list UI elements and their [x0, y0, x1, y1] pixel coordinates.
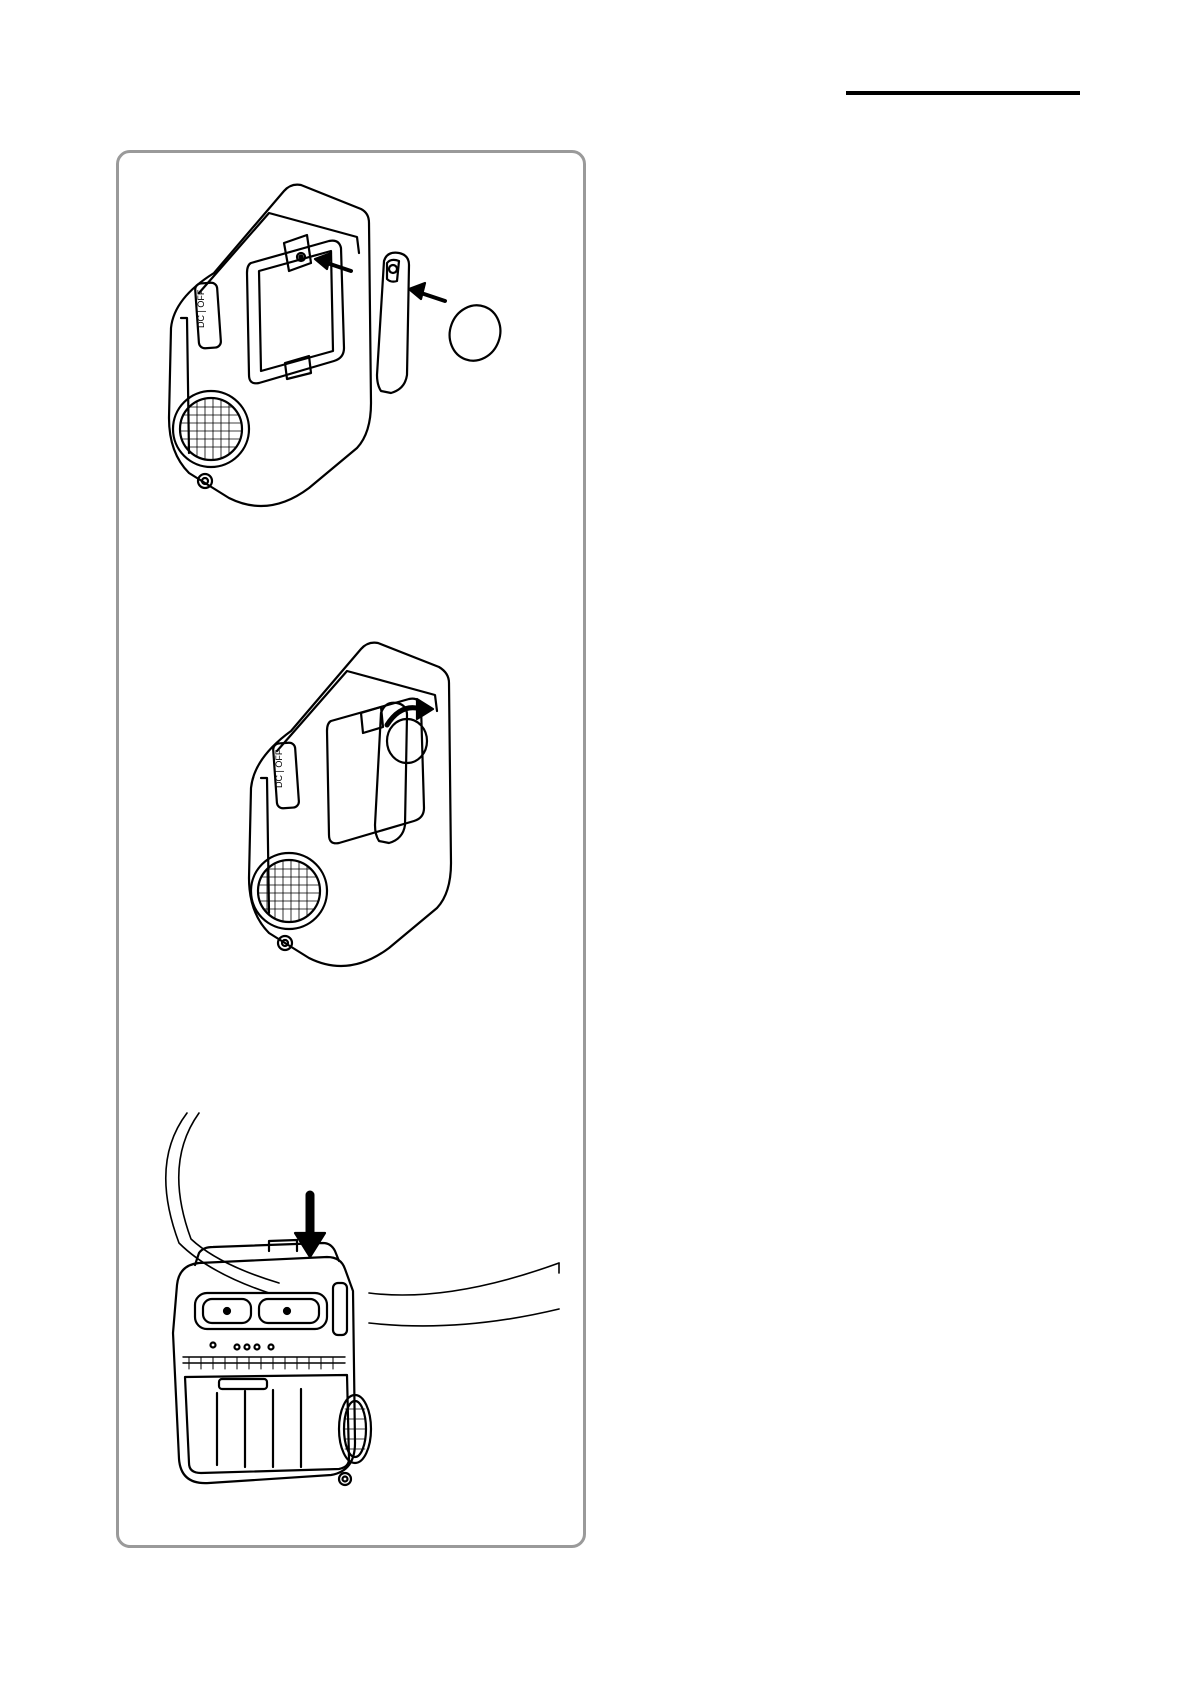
coin	[442, 298, 508, 368]
figure-panel: DC | OFF	[116, 150, 586, 1548]
illustration-canvas: DC | OFF	[119, 153, 583, 1545]
printer-body-2: DC | OFF	[249, 643, 451, 966]
printer-body-1: DC | OFF	[169, 185, 371, 506]
header-rule	[846, 91, 1080, 95]
arrow-to-clip	[409, 283, 445, 301]
arrow-to-mount	[315, 253, 351, 271]
side-button-label-2: DC | OFF	[274, 749, 284, 788]
down-arrow	[295, 1195, 325, 1257]
step-2-illustration: DC | OFF	[249, 643, 451, 966]
printer-body-3	[173, 1240, 371, 1485]
side-button-label: DC | OFF	[196, 289, 206, 328]
speaker-grille-1	[173, 391, 249, 467]
belt-clip	[377, 253, 409, 393]
step-1-illustration: DC | OFF	[169, 185, 508, 506]
step-3-illustration	[166, 1113, 559, 1485]
speaker-grille-2	[251, 853, 327, 929]
